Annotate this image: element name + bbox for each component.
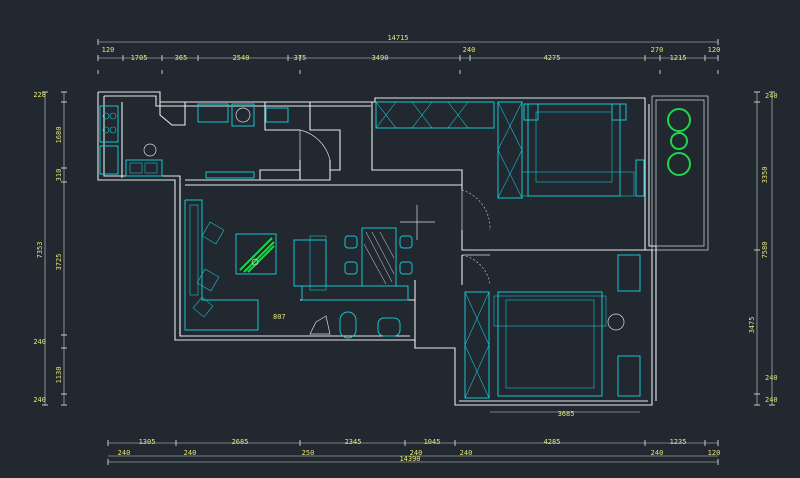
chair-icon	[399, 235, 413, 249]
cushion-icon	[192, 296, 214, 318]
cushion-icon	[196, 268, 220, 292]
dim-text: 3490	[372, 54, 389, 62]
dim-text: 240	[460, 449, 473, 457]
balcony	[651, 95, 709, 251]
bottom-dimensions: 1305 2685 2345 1045 4285 1235 240 240 25…	[107, 438, 721, 465]
dim-text: 2685	[232, 438, 249, 446]
dim-text: 807	[273, 313, 286, 321]
dining	[301, 205, 435, 301]
dim-text: 240	[765, 92, 778, 100]
right-dimensions: 240 3350 7580 3475 240 240	[748, 91, 778, 406]
dim-text: 240	[118, 449, 131, 457]
dim-text: 240	[33, 396, 46, 404]
dim-text: 240	[463, 46, 476, 54]
chair-icon	[399, 261, 413, 275]
stove-icon	[99, 105, 119, 143]
dim-text: 240	[765, 396, 778, 404]
shelf-icon	[205, 171, 255, 179]
dim-text: 240	[651, 449, 664, 457]
sink-icon	[125, 159, 163, 177]
top-dimensions: 14715 120 1705 365 2540 375 3490 240 427…	[97, 34, 721, 74]
wardrobe-icon	[617, 254, 641, 292]
dim-text: 4275	[544, 54, 561, 62]
dim-text: 270	[651, 46, 664, 54]
dim-text: 240	[184, 449, 197, 457]
chair-icon	[607, 313, 625, 331]
bedroom-2: 3685	[464, 254, 641, 418]
cabinet-icon	[265, 107, 289, 123]
dim-text: 240	[410, 449, 423, 457]
dim-text: 1305	[139, 438, 156, 446]
dim-text: 1130	[55, 367, 63, 384]
dim-text: 240	[33, 338, 46, 346]
dim-text: 3350	[761, 167, 769, 184]
chair-icon	[344, 261, 358, 275]
dim-text: 1215	[670, 54, 687, 62]
shower-icon	[309, 315, 331, 335]
stool-icon	[143, 143, 157, 157]
bedroom-1	[497, 101, 645, 199]
wardrobe-icon	[375, 101, 495, 129]
wardrobe-icon	[617, 355, 641, 397]
plant-icon	[667, 108, 691, 132]
coffee-table-icon	[235, 233, 277, 275]
dim-text: 1705	[131, 54, 148, 62]
dim-text: 1045	[424, 438, 441, 446]
doors	[299, 129, 491, 286]
wardrobe-icon	[497, 101, 523, 199]
door-swing-icon	[299, 129, 331, 161]
top-total-dim: 14715	[387, 34, 408, 42]
bottom-total-dim: 14390	[399, 455, 420, 463]
basin-icon	[377, 317, 401, 337]
living-room: 807	[184, 199, 327, 331]
dim-text: 3725	[55, 254, 63, 271]
dim-text: 2540	[233, 54, 250, 62]
toilet-icon	[339, 311, 357, 339]
dim-text: 365	[175, 54, 188, 62]
wardrobe-top	[375, 101, 495, 129]
desk-icon	[635, 159, 645, 197]
washer-icon	[231, 103, 255, 127]
kitchen	[99, 103, 289, 179]
dim-text: 228	[33, 91, 46, 99]
sofa-icon	[184, 199, 259, 331]
dim-text: 1235	[670, 438, 687, 446]
dim-text: 120	[102, 46, 115, 54]
left-outer-dim: 7353	[36, 242, 44, 259]
dim-text: 120	[708, 449, 721, 457]
dim-text: 1680	[55, 127, 63, 144]
nightstand-icon	[523, 103, 539, 121]
wardrobe-icon	[464, 291, 490, 399]
door-swing-icon	[461, 189, 491, 231]
dim-text: 310	[55, 169, 63, 182]
door-swing-icon	[461, 254, 491, 286]
bathroom	[309, 311, 401, 339]
bed-icon	[497, 291, 603, 397]
dim-text: 2345	[345, 438, 362, 446]
counter-icon	[99, 145, 119, 175]
dim-text: 375	[294, 54, 307, 62]
dim-text: 3475	[748, 317, 756, 334]
plant-icon	[667, 152, 691, 176]
left-dimensions: 7353 228 1680 310 3725 240 1130 240	[33, 91, 67, 406]
plant-icon	[670, 132, 688, 150]
nightstand-icon	[611, 103, 627, 121]
cushion-icon	[201, 221, 225, 245]
dim-text: 250	[302, 449, 315, 457]
exterior-walls	[97, 91, 657, 406]
dim-text: 240	[765, 374, 778, 382]
right-outer-dim: 7580	[761, 242, 769, 259]
interior-walls	[121, 102, 645, 348]
dim-text: 4285	[544, 438, 561, 446]
counter-icon	[301, 285, 409, 301]
dim-text: 3685	[558, 410, 575, 418]
chair-icon	[344, 235, 358, 249]
cabinet-icon	[197, 103, 229, 123]
dim-text: 120	[708, 46, 721, 54]
